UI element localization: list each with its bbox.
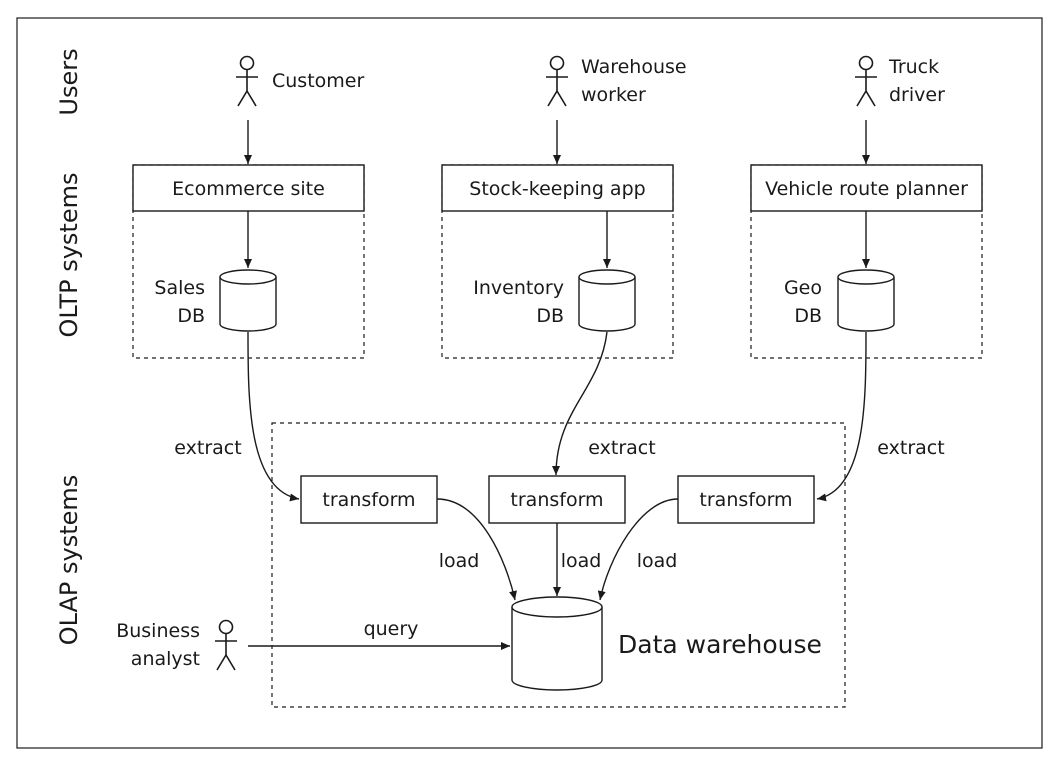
vehicle-route-planner-box (750, 164, 983, 212)
geo-db-label-line2: DB (794, 305, 822, 327)
warehouse-worker-label-line1: Warehouse (581, 56, 687, 78)
transform-label-right: transform (699, 489, 792, 511)
extract-label-left: extract (174, 437, 241, 459)
transform-box-middle (488, 475, 626, 524)
transform-label-middle: transform (510, 489, 603, 511)
data-warehouse-label: Data warehouse (618, 630, 822, 659)
geo-db-label-line1: Geo (784, 277, 822, 299)
vehicle-route-planner-label: Vehicle route planner (765, 178, 968, 200)
band-label-oltp: OLTP systems (55, 173, 83, 338)
band-label-olap: OLAP systems (55, 475, 83, 646)
transform-label-left: transform (322, 489, 415, 511)
truck-driver-label-line2: driver (889, 84, 945, 106)
diagram-frame (16, 17, 1043, 749)
geo-db-icon (837, 269, 895, 332)
inventory-db-label-line1: Inventory (473, 277, 564, 299)
load-arrow-left (436, 498, 517, 601)
load-arrow-right (597, 498, 679, 601)
query-label: query (364, 618, 419, 640)
customer-label: Customer (272, 70, 364, 92)
olap-group (271, 422, 846, 708)
stock-keeping-app-label: Stock-keeping app (469, 178, 645, 200)
extract-curve-geo (816, 331, 867, 502)
customer-actor-icon (236, 55, 258, 107)
sales-db-label-line2: DB (177, 305, 205, 327)
load-label-left: load (439, 550, 480, 572)
truck-driver-label-line1: Truck (888, 56, 939, 78)
load-label-middle: load (561, 550, 602, 572)
extract-curve-sales (247, 331, 300, 502)
transform-box-right (677, 475, 815, 524)
stock-keeping-app-box (441, 164, 674, 212)
band-label-users: Users (55, 48, 83, 115)
inventory-db-icon (578, 269, 636, 332)
data-warehouse-db-icon (511, 596, 603, 691)
load-label-right: load (637, 550, 678, 572)
inventory-db-label-line2: DB (536, 305, 564, 327)
extract-curve-inventory (552, 331, 608, 476)
sales-db-label-line1: Sales (154, 277, 205, 299)
warehouse-worker-label-line2: worker (581, 84, 646, 106)
extract-label-right: extract (877, 437, 944, 459)
business-analyst-label-line1: Business (116, 620, 200, 642)
truck-driver-actor-icon (855, 55, 877, 107)
business-analyst-label-line2: analyst (131, 648, 200, 670)
ecommerce-site-label: Ecommerce site (172, 178, 325, 200)
extract-label-middle: extract (588, 437, 655, 459)
sales-db-icon (219, 269, 277, 332)
warehouse-worker-actor-icon (546, 55, 568, 107)
business-analyst-actor-icon (215, 619, 237, 671)
